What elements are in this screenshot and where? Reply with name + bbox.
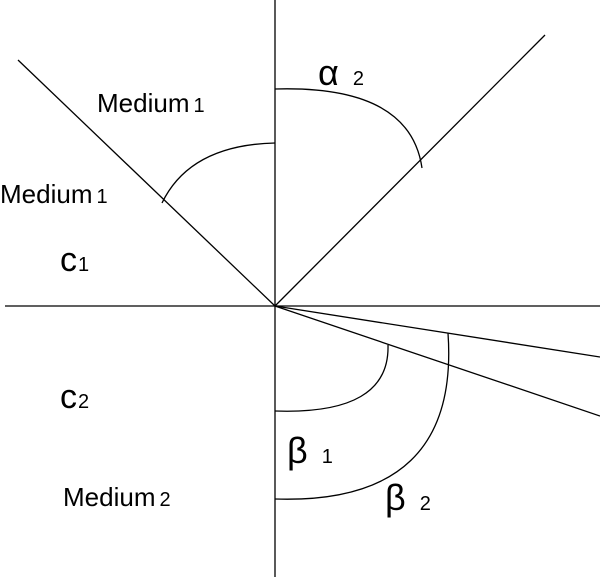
c-index: 2	[78, 391, 90, 413]
refracted-ray-1	[274, 305, 600, 358]
c-index: 1	[78, 254, 90, 276]
angle-arc-beta1	[274, 344, 389, 412]
c-symbol: c	[60, 241, 77, 279]
medium-name: Medium	[97, 88, 190, 118]
medium-name: Medium	[0, 179, 93, 209]
medium-index: 1	[193, 95, 205, 117]
incident-ray	[17, 59, 276, 307]
medium-name: Medium	[63, 482, 156, 512]
medium-index: 2	[159, 489, 171, 511]
angle-arc-alpha1	[161, 142, 276, 204]
alpha-index: 2	[352, 68, 364, 90]
medium-index: 1	[96, 186, 108, 208]
reflected-ray	[274, 34, 546, 307]
beta-symbol: β	[287, 430, 308, 471]
angle-arc-beta2	[274, 332, 450, 500]
beta-index: 2	[419, 493, 431, 515]
label-c1: c1	[60, 243, 89, 277]
label-c2: c2	[60, 380, 89, 414]
alpha-symbol: α	[318, 52, 339, 93]
angle-arc-alpha2	[274, 88, 423, 169]
beta-index: 1	[321, 446, 333, 468]
refracted-ray-2	[274, 305, 600, 417]
c-symbol: c	[60, 378, 77, 416]
beta-symbol: β	[385, 477, 406, 518]
